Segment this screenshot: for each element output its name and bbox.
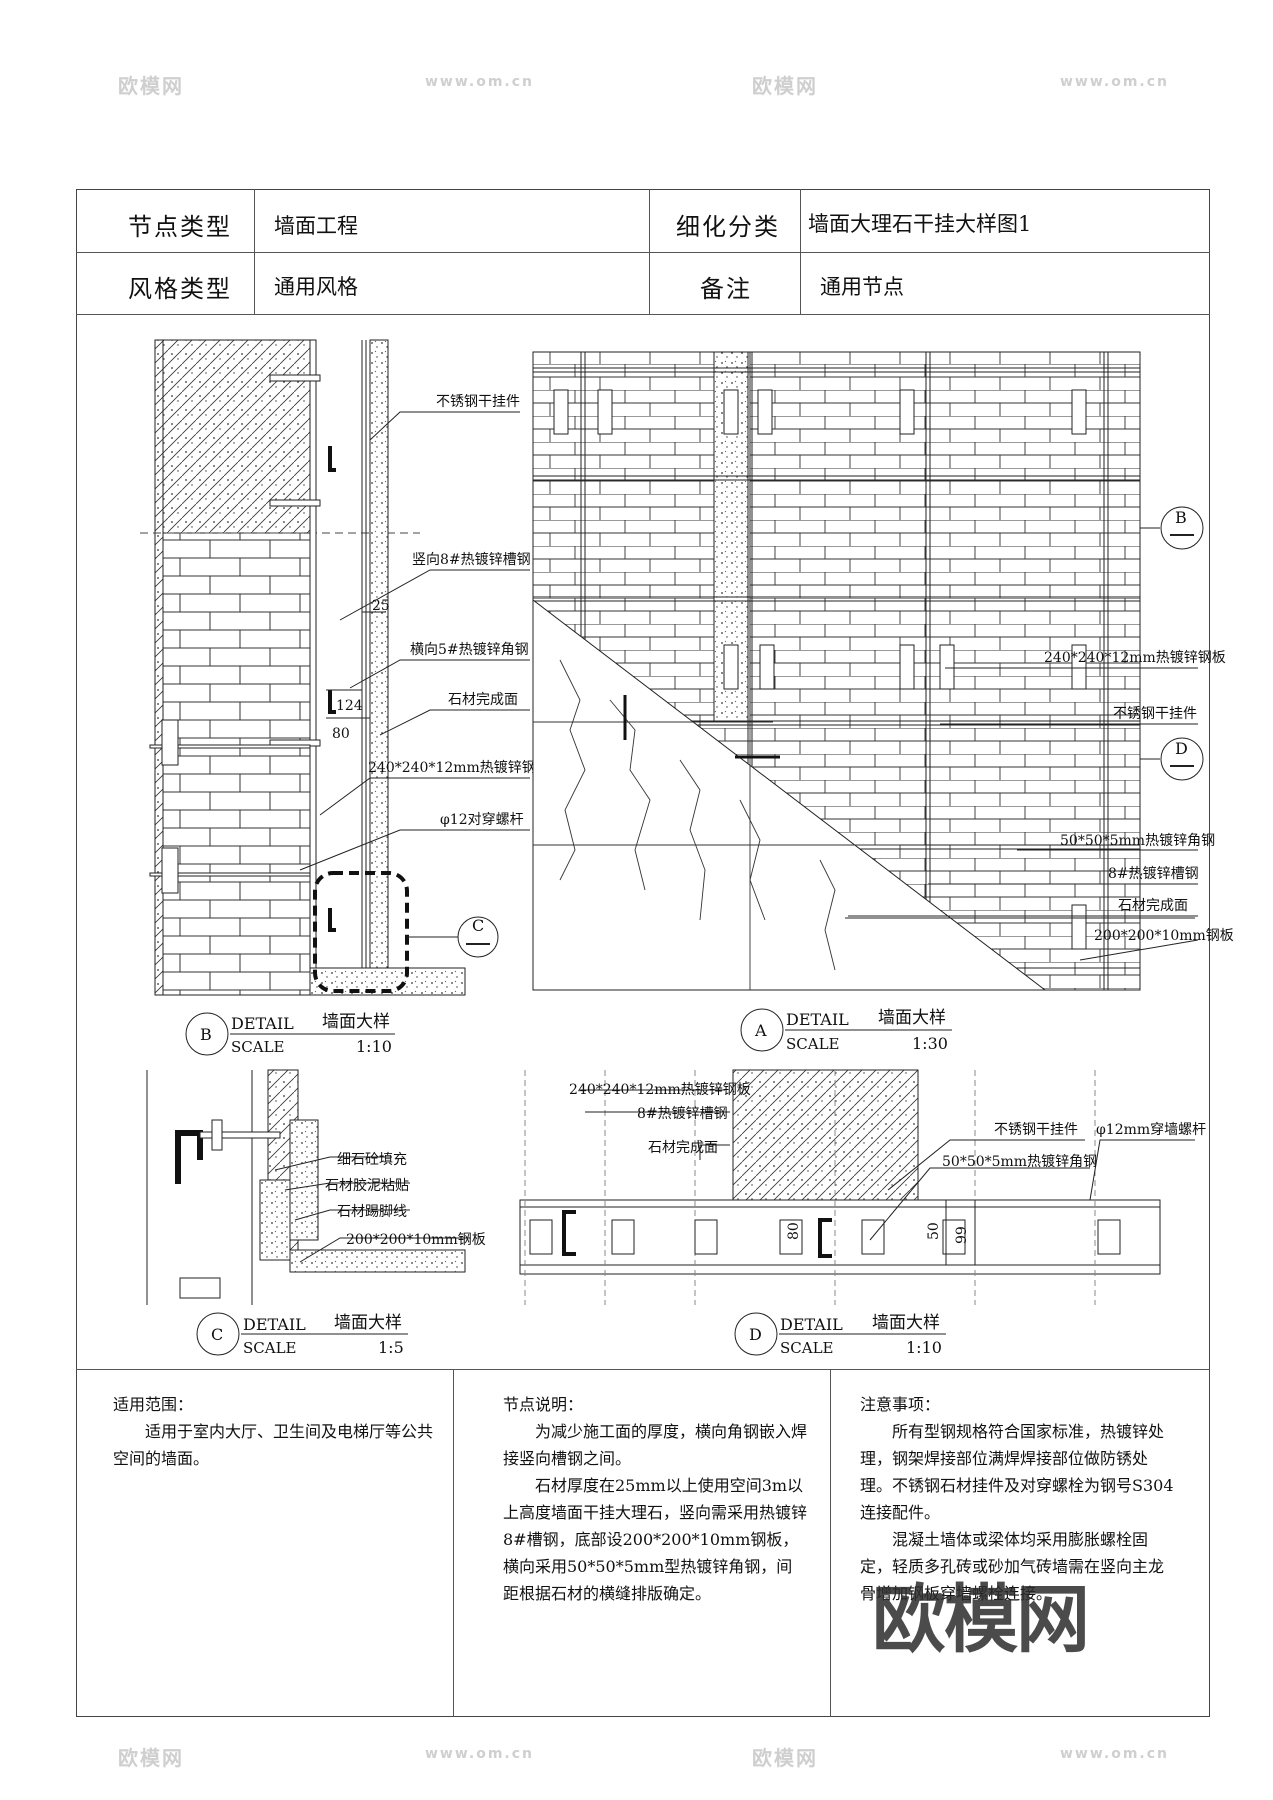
b-title-scale: 1:10 [356, 1037, 392, 1056]
description-para-1: 为减少施工面的厚度，横向角钢嵌入焊接竖向槽钢之间。 [503, 1422, 808, 1468]
a-label-channel: 8#热镀锌槽钢 [1108, 865, 1199, 882]
detail-a-drawing [532, 351, 1204, 991]
c-title-detail: DETAIL [243, 1315, 306, 1334]
remark-label: 备注 [700, 275, 752, 303]
watermark-site: www.om.cn [425, 1746, 535, 1762]
d-dim-80: 80 [786, 1222, 802, 1240]
a-label-stone: 石材完成面 [1118, 898, 1188, 914]
watermark-site: www.om.cn [1060, 74, 1170, 90]
notes-rule [76, 1369, 1210, 1370]
b-title-marker: B [200, 1025, 212, 1044]
d-title-scale: 1:10 [906, 1338, 942, 1357]
caution-title: 注意事项： [860, 1395, 941, 1414]
b-label-stone: 石材完成面 [448, 692, 518, 708]
b-label-hanger: 不锈钢干挂件 [436, 394, 520, 410]
header-divider [254, 189, 255, 315]
c-label-plate: 200*200*10mm钢板 [346, 1232, 486, 1248]
style-label: 风格类型 [128, 275, 232, 303]
description-title: 节点说明： [503, 1395, 584, 1414]
d-dim-99: 99 [954, 1226, 970, 1244]
drawing-sheet [76, 189, 1210, 1717]
d-dim-50: 50 [926, 1222, 942, 1240]
notes-divider [453, 1369, 454, 1717]
style-value: 通用风格 [274, 275, 358, 299]
b-title-scale-label: SCALE [231, 1038, 285, 1056]
header-rule [76, 314, 1210, 315]
a-label-base-plate: 200*200*10mm钢板 [1094, 928, 1234, 944]
b-label-plate: 240*240*12mm热镀锌钢板 [368, 759, 550, 776]
notes-divider [830, 1369, 831, 1717]
detail-class-label: 细化分类 [676, 213, 780, 241]
b-title-detail: DETAIL [231, 1014, 294, 1033]
description-para-2: 石材厚度在25mm以上使用空间3m以上高度墙面干挂大理石，竖向需采用热镀锌8#槽… [503, 1476, 808, 1603]
d-label-channel: 8#热镀锌槽钢 [637, 1105, 728, 1122]
a-label-hanger: 不锈钢干挂件 [1113, 706, 1197, 722]
detail-b-drawing [140, 339, 530, 996]
b-label-channel: 竖向8#热镀锌槽钢 [412, 551, 531, 568]
caution-section: 注意事项： 所有型钢规格符合国家标准，热镀锌处理，钢架焊接部位满焊焊接部位做防锈… [860, 1391, 1175, 1607]
c-title-name: 墙面大样 [334, 1313, 402, 1333]
a-title-name: 墙面大样 [878, 1008, 946, 1028]
header-rule [76, 252, 1210, 253]
scope-text: 适用于室内大厅、卫生间及电梯厅等公共空间的墙面。 [113, 1422, 434, 1468]
a-callout-b: B [1175, 508, 1187, 527]
watermark-logo: 欧模网 [872, 1577, 1090, 1663]
d-label-stone: 石材完成面 [648, 1140, 718, 1156]
c-title-scale-label: SCALE [243, 1339, 297, 1357]
b-dim-124: 124 [336, 698, 363, 714]
d-title-marker: D [749, 1325, 762, 1344]
a-title-marker: A [754, 1021, 767, 1040]
b-label-angle: 横向5#热镀锌角钢 [410, 641, 529, 658]
d-label-plate: 240*240*12mm热镀锌钢板 [569, 1081, 751, 1098]
d-title-name: 墙面大样 [872, 1313, 940, 1333]
watermark-brand: 欧模网 [118, 1746, 184, 1770]
b-dim-80: 80 [332, 726, 350, 742]
a-title-detail: DETAIL [786, 1010, 849, 1029]
c-label-skirting: 石材踢脚线 [337, 1204, 407, 1220]
d-label-bolt: φ12mm穿墙螺杆 [1096, 1122, 1206, 1138]
c-title-marker: C [211, 1325, 223, 1344]
d-title-detail: DETAIL [780, 1315, 843, 1334]
watermark-brand: 欧模网 [118, 74, 184, 98]
b-label-bolt: φ12对穿螺杆 [440, 812, 524, 828]
watermark-site: www.om.cn [1060, 1746, 1170, 1762]
detail-b-title: B DETAIL SCALE 墙面大样 1:10 [185, 1012, 395, 1056]
watermark-brand: 欧模网 [752, 74, 818, 98]
detail-class-value: 墙面大理石干挂大样图1 [808, 212, 1032, 236]
a-title-scale-label: SCALE [786, 1035, 840, 1053]
description-section: 节点说明： 为减少施工面的厚度，横向角钢嵌入焊接竖向槽钢之间。 石材厚度在25m… [503, 1391, 808, 1607]
d-title-scale-label: SCALE [780, 1339, 834, 1357]
d-label-hanger: 不锈钢干挂件 [994, 1122, 1078, 1138]
detail-a-title: A DETAIL SCALE 墙面大样 1:30 [740, 1008, 952, 1053]
b-dim-25: 25 [372, 598, 390, 614]
node-type-label: 节点类型 [128, 213, 232, 241]
a-label-plate: 240*240*12mm热镀锌钢板 [1044, 649, 1226, 666]
a-callout-d: D [1175, 739, 1188, 758]
watermark-brand: 欧模网 [752, 1746, 818, 1770]
a-title-scale: 1:30 [912, 1034, 948, 1053]
remark-value: 通用节点 [820, 275, 904, 299]
watermark-site: www.om.cn [425, 74, 535, 90]
b-title-name: 墙面大样 [322, 1012, 390, 1032]
header-divider [800, 189, 801, 315]
scope-section: 适用范围： 适用于室内大厅、卫生间及电梯厅等公共空间的墙面。 [113, 1391, 433, 1472]
d-label-angle: 50*50*5mm热镀锌角钢 [942, 1153, 1097, 1170]
c-label-fill: 细石砼填充 [337, 1152, 407, 1168]
a-label-angle: 50*50*5mm热镀锌角钢 [1060, 832, 1215, 849]
node-type-value: 墙面工程 [274, 214, 358, 238]
detail-c-drawing [146, 1069, 470, 1305]
detail-d-title: D DETAIL SCALE 墙面大样 1:10 [734, 1312, 946, 1357]
caution-para-2: 混凝土墙体或梁体均采用膨胀螺栓固定，轻质多孔砖或砂加气砖墙需在竖向主龙骨增加钢板… [860, 1530, 1165, 1603]
detail-d-drawing [519, 1069, 1195, 1305]
caution-para-1: 所有型钢规格符合国家标准，热镀锌处理，钢架焊接部位满焊焊接部位做防锈处理。不锈钢… [860, 1422, 1174, 1522]
c-label-glue: 石材胶泥粘贴 [325, 1177, 409, 1194]
c-title-scale: 1:5 [378, 1338, 404, 1357]
detail-c-title: C DETAIL SCALE 墙面大样 1:5 [196, 1312, 408, 1357]
b-callout-c: C [472, 916, 484, 935]
header-divider [649, 189, 650, 315]
scope-title: 适用范围： [113, 1395, 194, 1414]
